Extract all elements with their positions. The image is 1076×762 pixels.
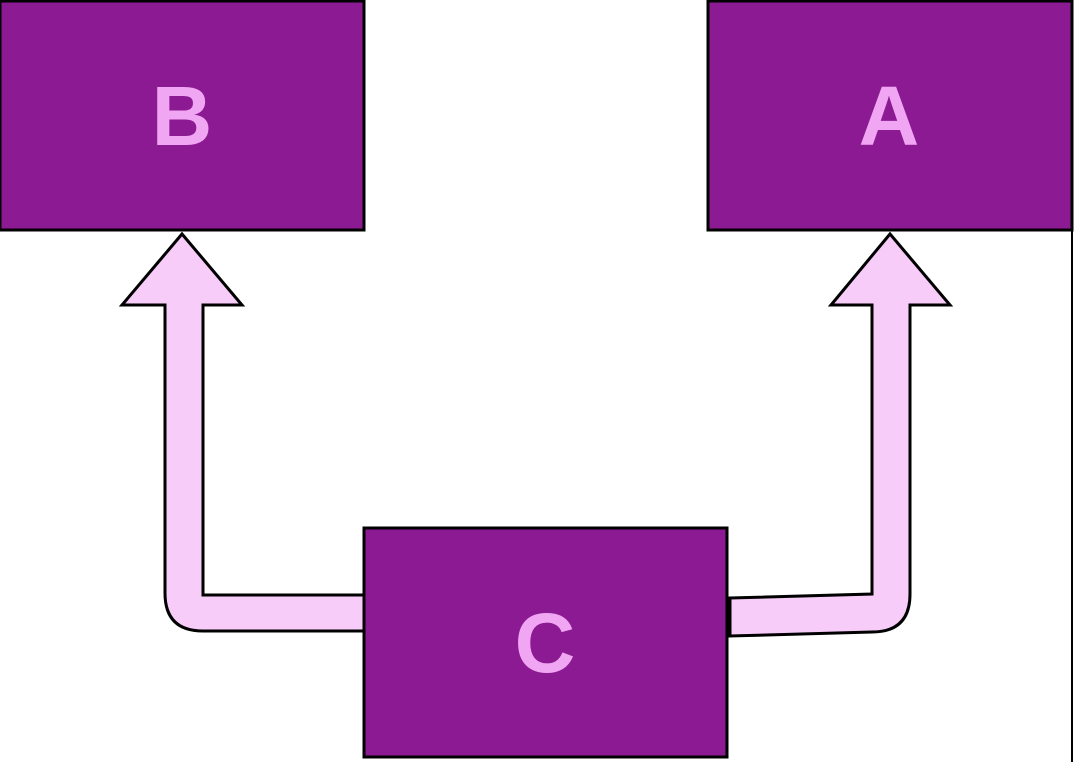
arrow-c-to-b bbox=[118, 231, 370, 633]
node-c-box bbox=[362, 526, 729, 759]
node-c: C bbox=[362, 526, 729, 759]
node-a-label: A bbox=[859, 69, 920, 163]
node-a: A bbox=[706, 0, 1074, 232]
node-a-box bbox=[706, 0, 1074, 232]
node-b: B bbox=[0, 0, 366, 232]
arrow-c-to-a bbox=[728, 231, 954, 638]
node-b-label: B bbox=[152, 69, 213, 163]
node-b-box bbox=[0, 0, 366, 232]
node-c-label: C bbox=[515, 596, 576, 690]
